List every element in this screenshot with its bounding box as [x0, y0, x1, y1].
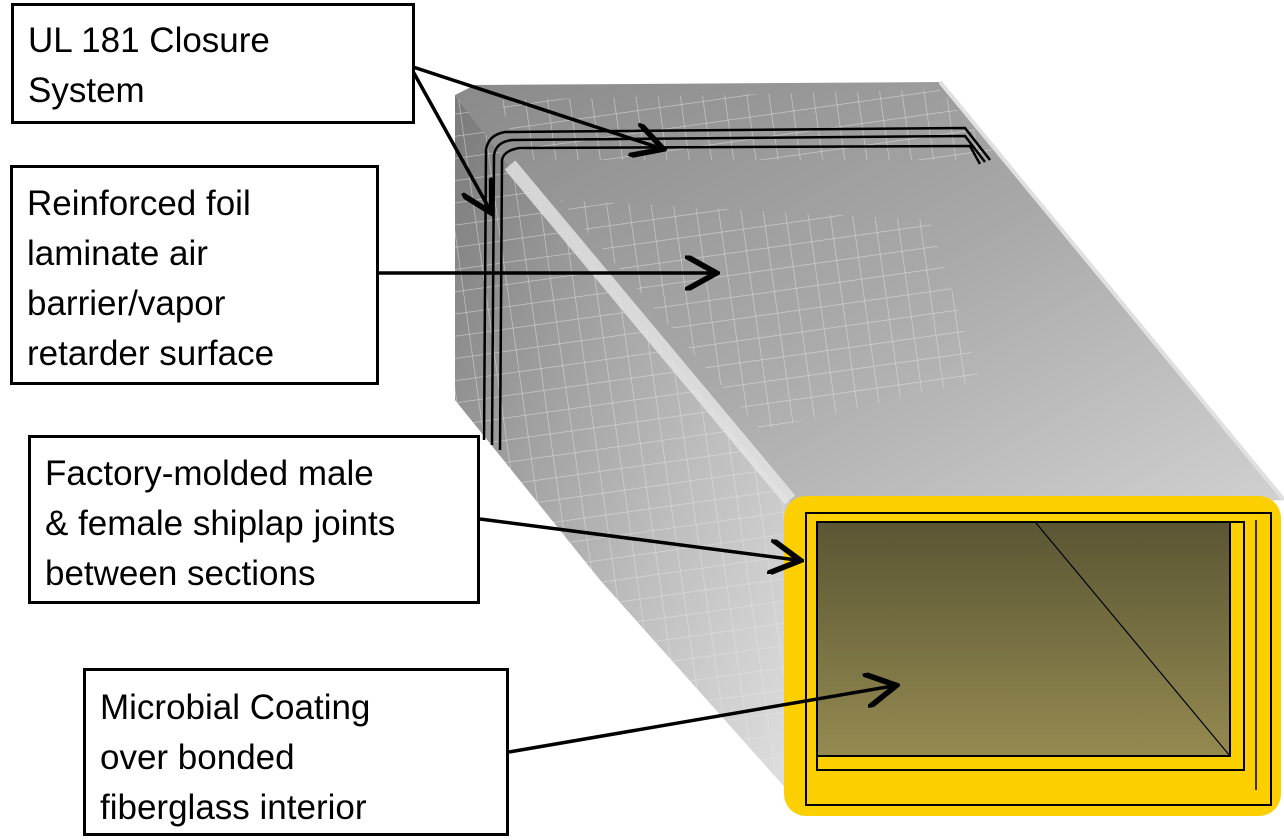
- callout-text-line: System: [28, 71, 145, 110]
- duct-right-edge: [938, 80, 1284, 502]
- callout-text-line: fiberglass interior: [100, 788, 367, 827]
- callout-text-line: UL 181 Closure: [28, 21, 270, 60]
- duct-top-mesh-lower: [560, 200, 980, 430]
- duct-edge-highlight: [504, 160, 796, 505]
- callout-microbial-coating: Microbial Coating over bonded fiberglass…: [83, 668, 509, 836]
- arrow-closure-side: [408, 65, 490, 210]
- closure-tape: [482, 126, 991, 451]
- interior-corner-line: [1035, 522, 1231, 757]
- callout-shiplap-joints: Factory-molded male & female shiplap joi…: [28, 435, 480, 604]
- arrows: [379, 64, 893, 754]
- callout-foil-laminate: Reinforced foil laminate air barrier/vap…: [10, 165, 379, 385]
- callout-closure-system: UL 181 Closure System: [11, 3, 415, 124]
- callout-text-line: between sections: [45, 554, 316, 593]
- duct-end-face: [784, 496, 1281, 816]
- callout-text-line: & female shiplap joints: [45, 504, 396, 543]
- callout-text-line: retarder surface: [27, 334, 275, 373]
- arrow-closure-top: [409, 64, 660, 148]
- duct-top-mesh: [500, 90, 1000, 160]
- shiplap-lip: [816, 521, 1245, 771]
- callout-text-line: Microbial Coating: [100, 688, 371, 727]
- arrow-shiplap: [479, 517, 797, 560]
- callout-text-line: laminate air: [27, 234, 208, 273]
- callout-text-line: over bonded: [100, 738, 295, 777]
- duct-interior: [816, 521, 1231, 757]
- callout-text-line: Factory-molded male: [45, 454, 374, 493]
- shiplap-frame: [805, 512, 1272, 806]
- callout-text-line: Reinforced foil: [27, 184, 251, 223]
- arrow-microbial: [508, 686, 893, 754]
- callout-text-line: barrier/vapor: [27, 284, 226, 323]
